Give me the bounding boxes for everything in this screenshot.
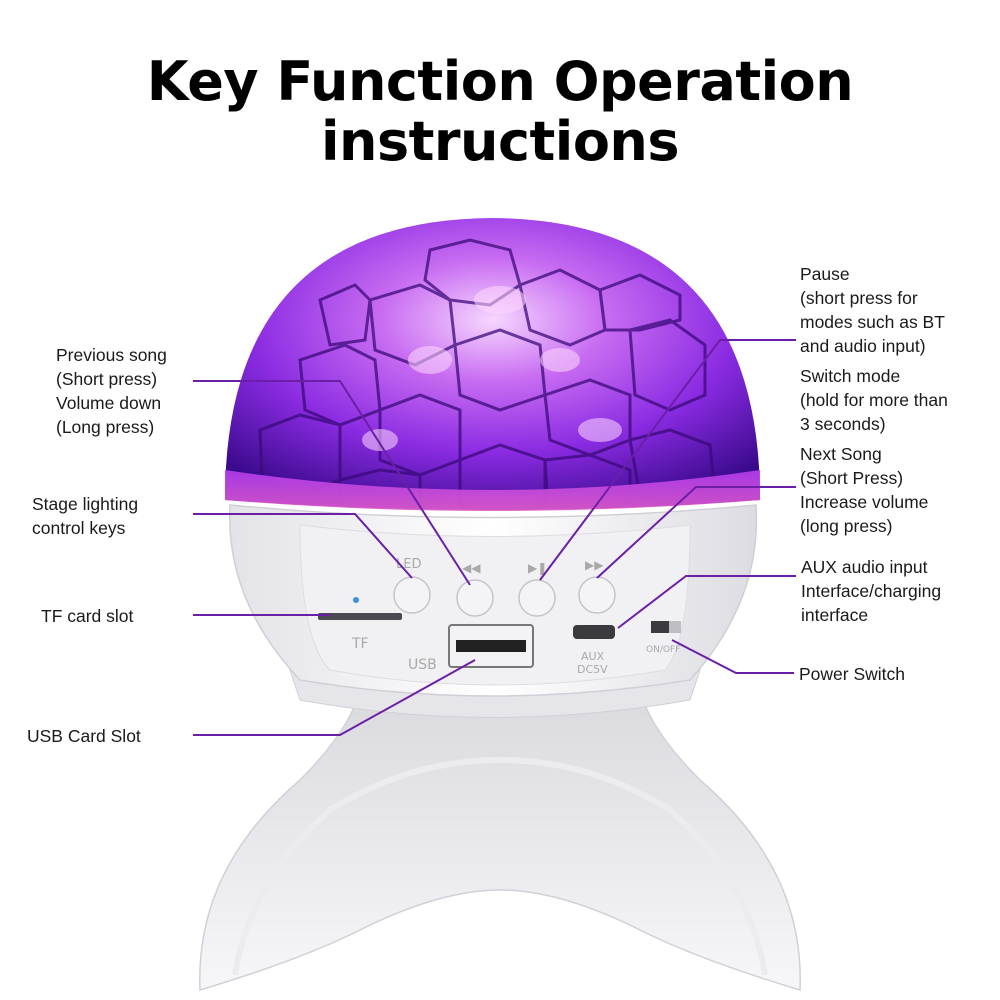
aux-port-graphic: AUX DC5V xyxy=(573,625,615,676)
power-switch-graphic: ON/OFF xyxy=(646,621,681,655)
control-buttons: LED ◀◀ ▶❚ ▶▶ xyxy=(393,557,616,617)
tf-marking: TF xyxy=(351,636,369,652)
speaker-base xyxy=(199,689,801,991)
leader-next-song xyxy=(596,486,796,579)
callout-tf-card-slot: TF card slot xyxy=(41,606,134,626)
next-icon: ▶▶ xyxy=(585,558,604,572)
callout-power-switch: Power Switch xyxy=(799,664,906,684)
tf-card-slot-graphic: TF xyxy=(318,597,402,652)
play-pause-icon: ▶❚ xyxy=(528,561,547,575)
callout-next-song: Next Song (Short Press) Increase volume … xyxy=(800,444,929,536)
prev-icon: ◀◀ xyxy=(462,561,481,575)
page-title: Key Function Operation instructions xyxy=(0,52,1000,172)
callout-pause: Pause (short press for modes such as BT … xyxy=(800,264,945,356)
callout-previous-song: Previous song (Short press) Volume down … xyxy=(56,345,167,437)
indicator-light xyxy=(353,597,359,603)
dc5v-marking: DC5V xyxy=(577,663,608,676)
usb-port-graphic: USB xyxy=(408,624,534,673)
callout-switch-mode: Switch mode (hold for more than 3 second… xyxy=(800,366,948,434)
leader-pause xyxy=(539,339,796,581)
title-line-2: instructions xyxy=(321,110,680,173)
next-button[interactable] xyxy=(578,576,616,614)
title-line-1: Key Function Operation xyxy=(146,50,854,113)
play-pause-button[interactable] xyxy=(518,579,556,617)
leader-usb xyxy=(193,659,476,736)
leader-aux xyxy=(617,575,796,629)
led-button[interactable] xyxy=(393,576,431,614)
usb-marking: USB xyxy=(408,657,437,673)
aux-marking: AUX xyxy=(581,650,605,663)
leader-power xyxy=(671,639,794,674)
crystal-ball-dome xyxy=(225,218,760,511)
leader-stage-lighting xyxy=(193,513,413,579)
callout-stage-lighting: Stage lighting control keys xyxy=(32,494,139,538)
prev-button[interactable] xyxy=(456,579,494,617)
callout-usb-card-slot: USB Card Slot xyxy=(27,726,141,746)
onoff-marking: ON/OFF xyxy=(646,645,680,655)
leader-previous-song xyxy=(193,380,471,586)
callout-aux-input: AUX audio input Interface/charging inter… xyxy=(801,557,942,625)
leader-lines xyxy=(193,339,796,736)
